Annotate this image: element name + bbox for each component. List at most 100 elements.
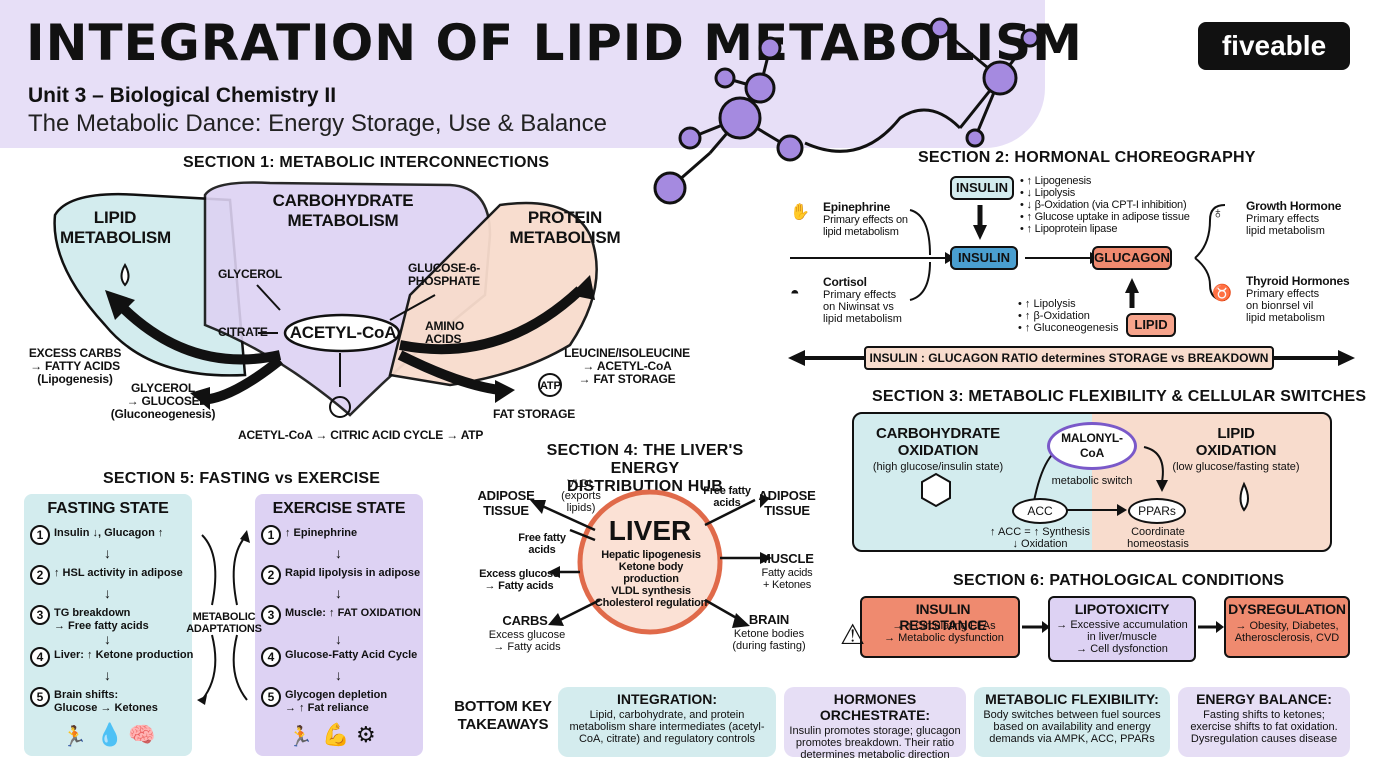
atp-icon: ATP — [540, 380, 561, 392]
exercise-step-text: Glucose-Fatty Acid Cycle — [285, 649, 418, 661]
carb-oxidation-sub: (high glucose/insulin state) — [872, 461, 1004, 473]
exercise-title: EXERCISE STATE — [272, 500, 406, 517]
g6p-label: GLUCOSE-6- PHOSPHATE — [407, 261, 480, 288]
ffa-top-label: Free fatty acids — [703, 485, 751, 509]
carbs-label: CARBS — [502, 613, 548, 628]
ppars-desc: Coordinate homeostasis — [1127, 526, 1189, 550]
exercise-down-arrow-icon: ↓ — [335, 631, 342, 647]
takeaway-title: ENERGY BALANCE: — [1196, 691, 1332, 707]
carbs-desc: Excess glucose → Fatty acids — [488, 629, 566, 653]
lipotoxicity-title: LIPOTOXICITY — [1074, 601, 1170, 617]
takeaways-label: BOTTOM KEY TAKEAWAYS — [454, 698, 552, 733]
takeaway-body: Body switches between fuel sources based… — [983, 709, 1161, 745]
exercise-step-text: Glycogen depletion → ↑ Fat reliance — [285, 689, 388, 714]
exercise-step-number: 4 — [261, 647, 281, 667]
section6-title: SECTION 6: PATHOLOGICAL CONDITIONS — [953, 572, 1285, 589]
fiveable-logo: fiveable — [1198, 22, 1350, 70]
fasting-title: FASTING STATE — [47, 500, 169, 517]
fasting-step-2: 2 ↑ HSL activity in adipose — [30, 565, 183, 585]
glucagon-effects: • ↑ Lipolysis • ↑ β-Oxidation • ↑ Glucon… — [1018, 298, 1119, 334]
cortisol-icon: ◓ — [790, 285, 800, 302]
malonyl-coa-node: MALONYL- CoA — [1047, 422, 1137, 470]
exercise-panel — [255, 494, 423, 756]
growth-hormone-desc: Primary effects lipid metabolism — [1246, 213, 1325, 237]
exercise-down-arrow-icon: ↓ — [335, 585, 342, 601]
growth-icon: ♁ — [1212, 205, 1224, 222]
insulin-effects: • ↑ Lipogenesis • ↓ Lipolysis • ↓ β-Oxid… — [1020, 175, 1190, 235]
fasting-step-text: TG breakdown → Free fatty acids — [54, 607, 149, 632]
lipid-metabolism-label: LIPID METABOLISM — [60, 208, 172, 247]
ppars-node: PPARs — [1128, 498, 1186, 524]
takeaway-body: Fasting shifts to ketones; exercise shif… — [1190, 709, 1338, 745]
mitochondria-icon: ⚙ — [356, 722, 376, 747]
insulin-resistance-desc: → ↑ Circulating FFAs → Metabolic dysfunc… — [884, 620, 1004, 644]
takeaway-card: INTEGRATION: Lipid, carbohydrate, and pro… — [558, 687, 776, 757]
liver-hub-arrows — [530, 489, 772, 635]
ffa-left-label: Free fatty acids — [518, 532, 566, 556]
exercise-step-1: 1↑ Epinephrine — [261, 525, 357, 545]
fasting-step-text: ↑ HSL activity in adipose — [54, 567, 183, 579]
section5-title: SECTION 5: FASTING vs EXERCISE — [103, 470, 381, 487]
exercise-down-arrow-icon: ↓ — [335, 545, 342, 561]
liver-functions: Hepatic lipogenesis Ketone body producti… — [594, 549, 708, 609]
section1-venn-diagram — [53, 181, 598, 418]
exercise-step-number: 3 — [261, 605, 281, 625]
exercise-step-4: 4 Glucose-Fatty Acid Cycle — [261, 647, 417, 667]
fasting-down-arrow-icon: ↓ — [104, 585, 111, 601]
takeaways-row: INTEGRATION: Lipid, carbohydrate, and pro… — [558, 687, 1358, 761]
fasting-down-arrow-icon: ↓ — [104, 545, 111, 561]
insulin-resistance-title: INSULIN RESISTANCE — [899, 601, 987, 633]
exercise-step-number: 5 — [261, 687, 281, 707]
muscle-desc: Fatty acids + Ketones — [761, 567, 813, 591]
fasting-step-number: 2 — [30, 565, 50, 585]
cortisol-label: Cortisol — [823, 275, 867, 289]
excess-glucose-label: Excess glucose → Fatty acids — [479, 568, 559, 592]
dysregulation-box — [1224, 596, 1350, 658]
insulin-pill: INSULIN — [950, 246, 1018, 270]
epinephrine-label: Epinephrine — [823, 200, 891, 214]
takeaway-title: INTEGRATION: — [616, 691, 718, 707]
exercise-step-number: 1 — [261, 525, 281, 545]
adipose-left-label: ADIPOSE TISSUE — [477, 488, 535, 518]
section1-title: SECTION 1: METABOLIC INTERCONNECTIONS — [183, 154, 550, 171]
lipid-pill: LIPID — [1126, 313, 1176, 337]
acc-node: ACC — [1012, 498, 1068, 524]
exercise-down-arrow-icon: ↓ — [335, 667, 342, 683]
page-title: INTEGRATION OF LIPID METABOLISM — [26, 14, 1083, 72]
thyroid-label: Thyroid Hormones — [1246, 274, 1350, 288]
amino-acids-label: AMINO ACIDS — [425, 319, 464, 346]
fat-storage-label: FAT STORAGE — [493, 407, 576, 421]
takeaway-card: ENERGY BALANCE: Fasting shifts to ketones… — [1178, 687, 1350, 757]
protein-metabolism-label: PROTEIN METABOLISM — [509, 208, 621, 247]
carb-oxidation-label: CARBOHYDRATE OXIDATION — [876, 425, 1000, 459]
takeaway-title: HORMONES ORCHESTRATE: — [819, 691, 931, 723]
carb-metabolism-label: CARBOHYDRATE METABOLISM — [272, 191, 414, 230]
fasting-step-text: Brain shifts: Glucose → Ketones — [54, 689, 158, 714]
takeaway-body: Lipid, carbohydrate, and protein metabol… — [569, 709, 765, 745]
exercise-step-number: 2 — [261, 565, 281, 585]
fasting-step-text: Insulin ↓, Glucagon ↑ — [54, 527, 164, 539]
vldl-label: VLDL (exports lipids) — [561, 478, 601, 514]
fasting-step-number: 5 — [30, 687, 50, 707]
glucagon-pill: GLUCAGON — [1092, 246, 1172, 270]
insulin-top-pill: INSULIN — [950, 176, 1014, 200]
fasting-step-text: Liver: ↑ Ketone production — [54, 649, 194, 661]
takeaway-card: METABOLIC FLEXIBILITY:Body switches betw… — [974, 687, 1170, 757]
brain-icon: 🧠 — [128, 722, 156, 747]
glycerol-label: GLYCEROL — [218, 267, 282, 281]
lipid-oxidation-label: LIPID OXIDATION — [1195, 425, 1277, 459]
running-icon: 🏃 — [62, 726, 87, 748]
dysregulation-title: DYSREGULATION — [1228, 601, 1346, 617]
ratio-banner: INSULIN : GLUCAGON RATIO determines STOR… — [864, 346, 1274, 370]
fasting-step-number: 3 — [30, 605, 50, 625]
citrate-label: CITRATE — [218, 325, 268, 339]
muscle-icon: 💪 — [322, 722, 350, 747]
takeaway-body: Insulin promotes storage; glucagon promo… — [789, 725, 961, 761]
page-subtitle: The Metabolic Dance: Energy Storage, Use… — [28, 110, 607, 137]
thyroid-desc: Primary effects on bionrsel vil lipid me… — [1246, 288, 1325, 324]
muscle-label: MUSCLE — [760, 551, 814, 566]
